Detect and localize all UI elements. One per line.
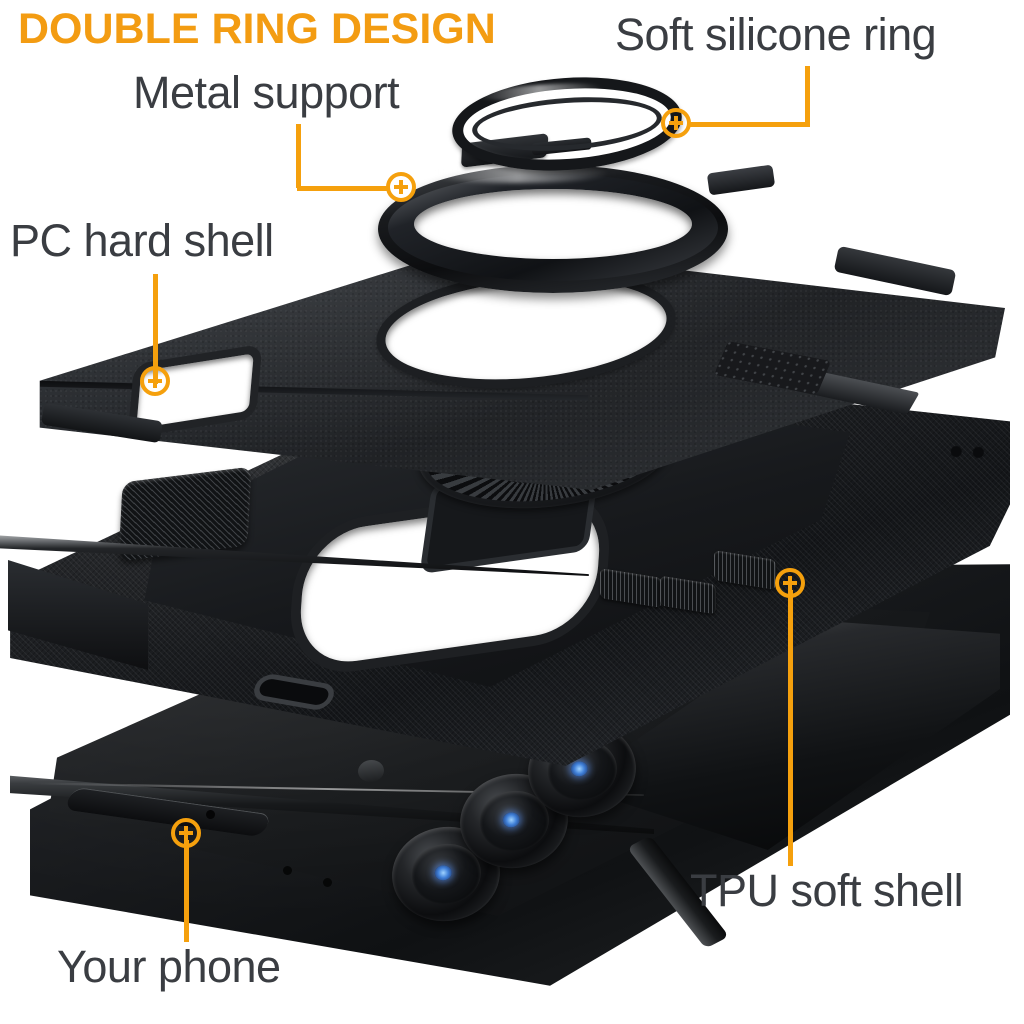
silicone-ring-inner-edge — [470, 91, 664, 157]
callout-marker-tpu-soft-shell[interactable] — [775, 568, 805, 598]
callout-line-metal-horizontal — [297, 186, 403, 191]
phone-microphone-hole — [283, 866, 292, 875]
callout-line-silicone-vertical — [805, 66, 810, 124]
callout-line-phone-vertical — [184, 840, 189, 942]
label-metal-support: Metal support — [133, 67, 400, 118]
metal-support-illustration — [378, 163, 728, 293]
callout-marker-silicone-ring[interactable] — [661, 108, 691, 138]
callout-marker-metal-support[interactable] — [386, 172, 416, 202]
label-pc-hard-shell: PC hard shell — [10, 215, 274, 266]
pc-shell-right-tab — [833, 245, 957, 297]
phone-speaker-hole — [323, 878, 332, 887]
label-your-phone: Your phone — [57, 941, 281, 992]
callout-line-tpu-vertical — [788, 590, 793, 866]
callout-line-silicone-horizontal — [688, 122, 810, 127]
label-soft-silicone-ring: Soft silicone ring — [615, 9, 937, 60]
metal-support-tab — [706, 164, 776, 196]
callout-marker-your-phone[interactable] — [171, 818, 201, 848]
infographic-title: DOUBLE RING DESIGN — [18, 5, 496, 53]
label-tpu-soft-shell: TPU soft shell — [690, 865, 964, 916]
callout-line-metal-vertical — [296, 124, 301, 188]
callout-line-pc-vertical — [153, 274, 158, 384]
metal-support-center-hole — [414, 189, 692, 259]
callout-marker-pc-hard-shell[interactable] — [140, 366, 170, 396]
soft-silicone-ring-illustration — [449, 70, 685, 178]
